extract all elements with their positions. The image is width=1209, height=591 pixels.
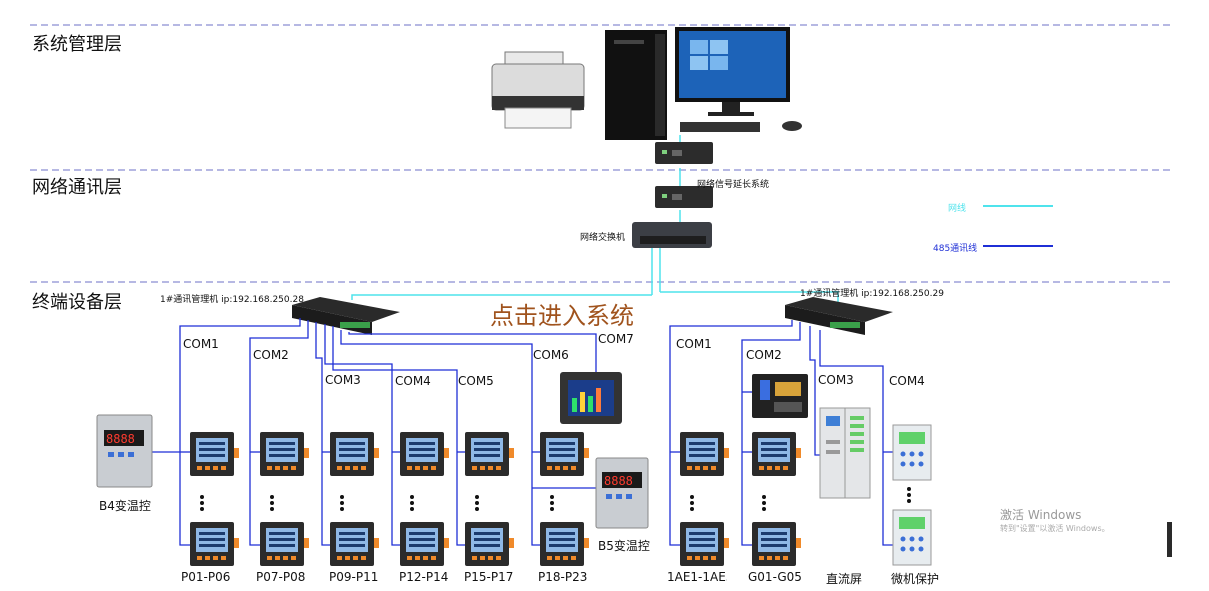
dc-panel-icon xyxy=(819,407,871,499)
meter-group-label: P12-P14 xyxy=(399,570,449,584)
b4-label: B4变温控 xyxy=(99,499,151,513)
power-meter-icon xyxy=(752,432,801,476)
ellipsis-dots xyxy=(270,495,274,511)
layer-terminal-label: 终端设备层 xyxy=(32,292,122,313)
b5-temperature-controller-icon: 8888 xyxy=(595,457,649,529)
media-converter-icon xyxy=(655,186,713,208)
com-label: COM7 xyxy=(598,332,634,346)
power-meter-icon xyxy=(260,522,309,566)
network-switch-icon xyxy=(632,222,712,248)
activation-watermark-subtitle: 转到"设置"以激活 Windows。 xyxy=(1000,524,1110,533)
breaker-controller-icon xyxy=(752,374,808,418)
legend-network-label: 网线 xyxy=(948,204,967,214)
power-meter-icon xyxy=(330,522,379,566)
power-meter-icon xyxy=(680,432,729,476)
comm-manager-left-icon xyxy=(292,297,400,335)
ellipsis-dots xyxy=(475,495,479,511)
power-meter-icon xyxy=(330,432,379,476)
computer-tower-icon xyxy=(605,30,667,140)
com-label: COM3 xyxy=(818,373,854,387)
comm-manager-left-label: 1#通讯管理机 ip:192.168.250.28 xyxy=(160,295,304,305)
ellipsis-dots xyxy=(550,495,554,511)
layer-network-label: 网络通讯层 xyxy=(32,177,122,198)
power-meter-icon xyxy=(400,432,449,476)
meter-group-label: P07-P08 xyxy=(256,570,306,584)
layer-management-label: 系统管理层 xyxy=(32,34,122,55)
comm-manager-right-label: 1#通讯管理机 ip:192.168.250.29 xyxy=(800,289,944,299)
ellipsis-dots xyxy=(200,495,204,511)
b4-temperature-controller-icon: 8888 xyxy=(96,414,153,488)
com-label: COM4 xyxy=(889,374,925,388)
power-meter-icon xyxy=(190,432,239,476)
ellipsis-dots xyxy=(340,495,344,511)
meter-group-label: P18-P23 xyxy=(538,570,588,584)
activation-watermark-title: 激活 Windows xyxy=(1000,508,1082,522)
enter-system-link[interactable]: 点击进入系统 xyxy=(490,302,634,330)
power-meter-icon xyxy=(540,432,589,476)
side-device-icon xyxy=(1167,522,1172,557)
power-meter-icon xyxy=(190,522,239,566)
rs485-lines-right xyxy=(669,320,893,546)
com-label: COM1 xyxy=(676,337,712,351)
meter-group-label: P15-P17 xyxy=(464,570,514,584)
extender-label: 网络信号延长系统 xyxy=(697,180,770,190)
meter-group-label: G01-G05 xyxy=(748,570,802,584)
monitor-icon xyxy=(675,27,802,132)
meter-group-label: 1AE1-1AE5 xyxy=(667,570,727,584)
switch-label: 网络交换机 xyxy=(580,233,626,243)
relay-protection-icon xyxy=(892,424,932,481)
power-meter-icon xyxy=(465,432,514,476)
power-meter-icon xyxy=(540,522,589,566)
ellipsis-dots xyxy=(762,495,766,511)
power-meter-icon xyxy=(680,522,729,566)
b5-label: B5变温控 xyxy=(598,539,650,553)
com-label: COM2 xyxy=(746,348,782,362)
media-converter-icon xyxy=(655,142,713,164)
rs485-lines-left xyxy=(150,318,598,546)
multifunction-meter-icon xyxy=(560,372,622,424)
relay-protection-label: 微机保护 xyxy=(891,572,940,586)
meter-group-label: P09-P11 xyxy=(329,570,379,584)
ellipsis-dots xyxy=(410,495,414,511)
power-meter-icon xyxy=(400,522,449,566)
ellipsis-dots xyxy=(690,495,694,511)
power-meter-icon xyxy=(752,522,801,566)
com-label: COM3 xyxy=(325,373,361,387)
dc-panel-label: 直流屏 xyxy=(826,572,863,586)
com-label: COM5 xyxy=(458,374,494,388)
svg-text:8888: 8888 xyxy=(106,432,135,446)
com-label: COM1 xyxy=(183,337,219,351)
relay-protection-icon xyxy=(892,509,932,566)
power-meter-icon xyxy=(465,522,514,566)
comm-manager-right-icon xyxy=(785,297,893,335)
network-cable-lines xyxy=(351,135,839,302)
power-meter-icon xyxy=(260,432,309,476)
meter-group-label: P01-P06 xyxy=(181,570,231,584)
printer-icon xyxy=(491,51,585,129)
com-label: COM6 xyxy=(533,348,569,362)
ellipsis-dots xyxy=(907,487,911,503)
meters-group xyxy=(190,432,801,566)
com-label: COM4 xyxy=(395,374,431,388)
com-label: COM2 xyxy=(253,348,289,362)
svg-text:8888: 8888 xyxy=(604,474,633,488)
legend-485-label: 485通讯线 xyxy=(933,244,978,254)
